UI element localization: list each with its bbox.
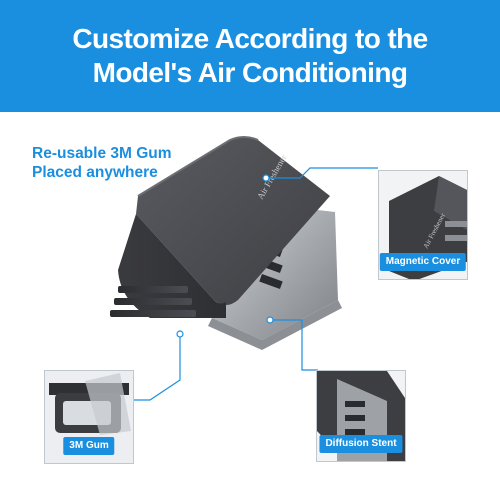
gum-callout-line-2: Placed anywhere bbox=[32, 164, 158, 181]
detail-magnetic-cover: Air Freshener Magnetic Cover bbox=[378, 170, 468, 280]
3m-gum-label: 3M Gum bbox=[63, 437, 115, 455]
magnetic-cover-label: Magnetic Cover bbox=[379, 253, 467, 271]
diffusion-stent-label: Diffusion Stent bbox=[319, 435, 403, 453]
title-line-2: Model's Air Conditioning bbox=[92, 57, 408, 88]
detail-3m-gum: 3M Gum bbox=[44, 370, 134, 464]
gum-closeup-icon bbox=[45, 371, 133, 463]
title-line-1: Customize According to the bbox=[72, 23, 428, 54]
gum-callout-text: Re-usable 3M Gum Placed anywhere bbox=[32, 144, 172, 182]
title-banner: Customize According to the Model's Air C… bbox=[0, 0, 500, 112]
gum-callout-line-1: Re-usable 3M Gum bbox=[32, 145, 172, 162]
detail-diffusion-stent: Diffusion Stent bbox=[316, 370, 406, 462]
